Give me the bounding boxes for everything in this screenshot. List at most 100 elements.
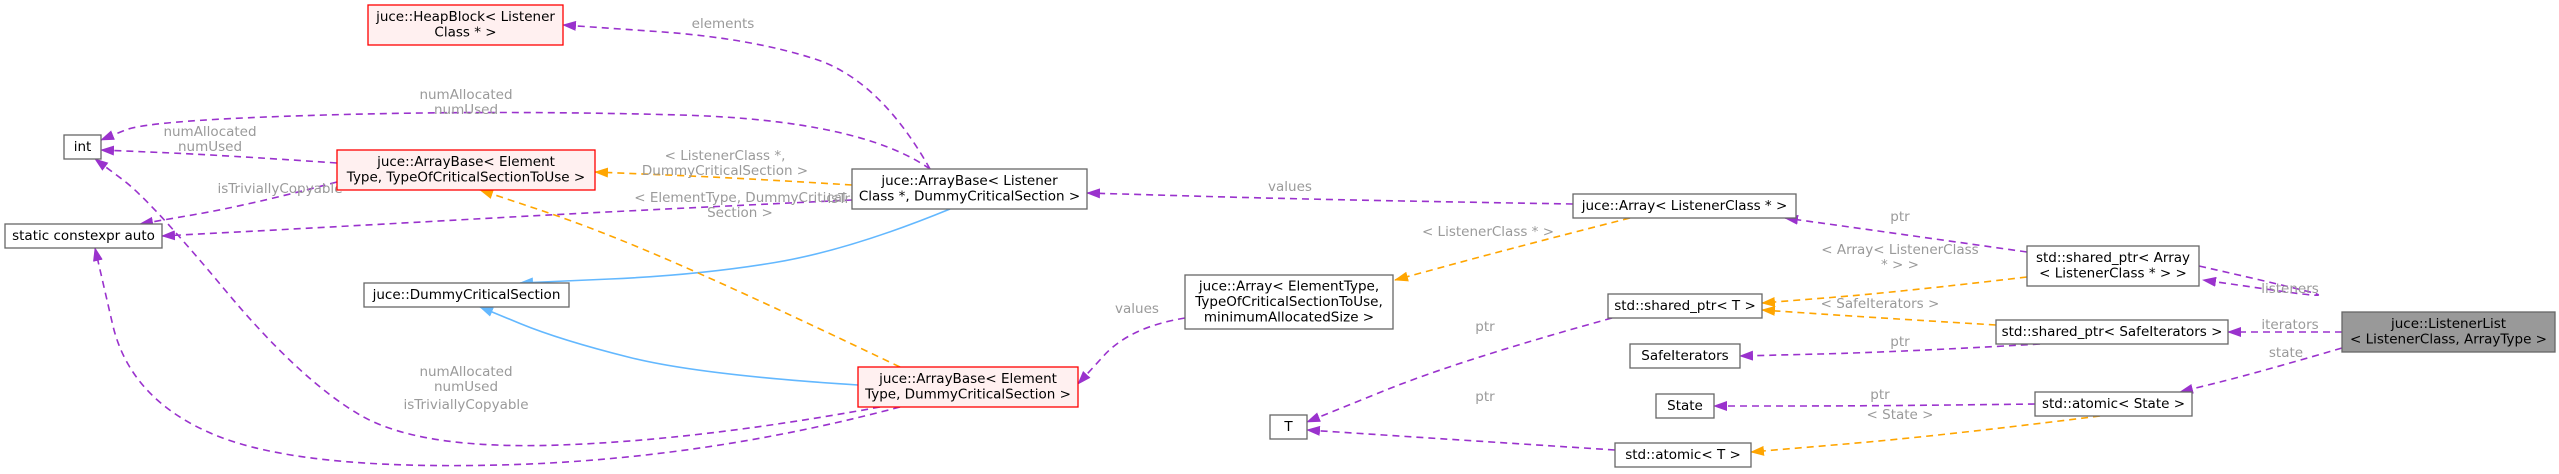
edge-line bbox=[100, 145, 338, 164]
edge-line bbox=[1750, 415, 2101, 456]
class-node-box bbox=[63, 134, 102, 160]
edge-label: < ListenerClass *,DummyCriticalSection > bbox=[642, 148, 808, 179]
class-node-at_state[interactable]: std::atomic< State > bbox=[2034, 391, 2193, 417]
edge-label: listeners bbox=[2261, 281, 2319, 297]
edge-label-line: ptr bbox=[1870, 387, 1890, 403]
class-node-label: T bbox=[1283, 419, 1293, 435]
edge-label-line: < Array< ListenerClass bbox=[1821, 242, 1978, 258]
edge-line bbox=[1394, 217, 1631, 282]
edge-ab_ett-to-ab_lc: < ListenerClass *,DummyCriticalSection > bbox=[594, 148, 853, 186]
class-node-label: State bbox=[1667, 398, 1703, 414]
edge-line bbox=[93, 247, 901, 467]
class-node-label: juce::ListenerList bbox=[2390, 316, 2506, 332]
class-node-box bbox=[1614, 442, 1752, 468]
class-node-sp_si[interactable]: std::shared_ptr< SafeIterators > bbox=[1995, 319, 2229, 345]
class-node-ab_lc[interactable]: juce::ArrayBase< ListenerClass *, DummyC… bbox=[851, 168, 1088, 210]
class-node-label: std::shared_ptr< SafeIterators > bbox=[2002, 324, 2223, 340]
edge-label-line: * > > bbox=[1881, 257, 1919, 273]
class-node-box bbox=[363, 282, 570, 308]
edge-dcs-to-ab_etd bbox=[479, 306, 859, 386]
edge-line bbox=[94, 158, 881, 447]
class-node-label: juce::DummyCriticalSection bbox=[372, 287, 561, 303]
edge-line bbox=[1739, 343, 2041, 361]
edge-label-line: DummyCriticalSection > bbox=[642, 163, 808, 179]
edge-hb-to-ab_lc: elements bbox=[562, 16, 931, 170]
class-node-label: < ListenerClass * > > bbox=[2039, 266, 2187, 282]
class-node-ab_etd[interactable]: juce::ArrayBase< ElementType, DummyCriti… bbox=[857, 366, 1079, 408]
class-node-box bbox=[336, 149, 596, 191]
class-node-arr_lc[interactable]: juce::Array< ListenerClass * > bbox=[1572, 193, 1797, 219]
edge-sp_t-to-sp_si: < SafeIterators > bbox=[1761, 296, 1997, 326]
class-node-label: Type, DummyCriticalSection > bbox=[864, 387, 1071, 403]
class-node-hb[interactable]: juce::HeapBlock< ListenerClass * > bbox=[367, 4, 564, 46]
edge-line bbox=[562, 20, 931, 170]
edge-sp_t-to-sp_arr: < Array< ListenerClass* > > bbox=[1761, 242, 2028, 307]
edge-label: < State > bbox=[1867, 407, 1934, 423]
class-node-box bbox=[2034, 391, 2193, 417]
class-node-box bbox=[1607, 293, 1763, 319]
edge-label-line: isTriviallyCopyable bbox=[218, 181, 343, 197]
edge-line bbox=[139, 181, 338, 227]
class-node-label: int bbox=[74, 139, 92, 155]
class-node-label: Class * > bbox=[434, 25, 496, 41]
edge-label-line: values bbox=[1115, 301, 1159, 317]
class-node-box bbox=[857, 366, 1079, 408]
class-node-label: Type, TypeOfCriticalSectionToUse > bbox=[346, 170, 585, 186]
edge-line bbox=[2179, 347, 2343, 394]
edge-sp_si-to-ll: iterators bbox=[2227, 317, 2342, 337]
class-node-safeit[interactable]: SafeIterators bbox=[1629, 343, 1741, 369]
class-node-box bbox=[851, 168, 1088, 210]
edge-label: iterators bbox=[2261, 317, 2318, 333]
edge-line bbox=[519, 208, 951, 288]
edge-line bbox=[479, 306, 859, 386]
edge-line bbox=[100, 111, 931, 170]
class-node-state[interactable]: State bbox=[1655, 393, 1715, 419]
class-node-sp_arr[interactable]: std::shared_ptr< Array< ListenerClass * … bbox=[2026, 245, 2200, 287]
edge-line bbox=[1306, 317, 1613, 423]
edge-label: isTriviallyCopyable bbox=[404, 397, 529, 413]
class-node-int[interactable]: int bbox=[63, 134, 102, 160]
edge-label-line: ptr bbox=[1890, 209, 1910, 225]
class-node-label: juce::Array< ListenerClass * > bbox=[1581, 198, 1788, 214]
class-node-at_t[interactable]: std::atomic< T > bbox=[1614, 442, 1752, 468]
edges: listeners iterators state ptr < Array< Liste… bbox=[93, 16, 2343, 467]
class-node-label: TypeOfCriticalSectionToUse, bbox=[1194, 294, 1382, 310]
edge-label: ptr bbox=[1890, 209, 1910, 225]
class-node-arr_et[interactable]: juce::Array< ElementType,TypeOfCriticalS… bbox=[1184, 274, 1394, 330]
edge-ab_etd-to-arr_et: values bbox=[1077, 301, 1186, 385]
edge-label-line: numUsed bbox=[434, 102, 498, 118]
edge-line bbox=[1761, 305, 1997, 326]
class-node-dcs[interactable]: juce::DummyCriticalSection bbox=[363, 282, 570, 308]
edge-line bbox=[161, 199, 853, 241]
edge-t-to-sp_t: ptr bbox=[1306, 317, 1613, 423]
edge-label: ptr bbox=[1475, 319, 1495, 335]
edge-at_t-to-at_state: < State > bbox=[1750, 407, 2101, 456]
class-node-label: < ListenerClass, ArrayType > bbox=[2350, 332, 2547, 348]
edge-state-to-at_state: ptr bbox=[1713, 387, 2036, 411]
class-node-sp_t[interactable]: std::shared_ptr< T > bbox=[1607, 293, 1763, 319]
edge-sp_arr-to-ll: listeners bbox=[2198, 265, 2319, 297]
class-node-box bbox=[1995, 319, 2229, 345]
edge-label-line: < ElementType, DummyCritical bbox=[634, 190, 846, 206]
edge-label: ptr bbox=[1890, 334, 1910, 350]
class-node-sca[interactable]: static constexpr auto bbox=[4, 223, 163, 249]
edge-label-line: Section > bbox=[707, 205, 773, 221]
edge-label-line: state bbox=[2269, 345, 2303, 361]
edge-label: < SafeIterators > bbox=[1821, 296, 1940, 312]
class-node-ll[interactable]: juce::ListenerList< ListenerClass, Array… bbox=[2341, 311, 2556, 353]
edge-line bbox=[479, 189, 901, 368]
edge-line bbox=[1077, 317, 1186, 385]
edge-safeit-to-sp_si: ptr bbox=[1739, 334, 2041, 361]
class-node-box bbox=[1572, 193, 1797, 219]
class-node-box bbox=[1655, 393, 1715, 419]
class-node-t[interactable]: T bbox=[1269, 414, 1308, 440]
edge-at_state-to-ll: state bbox=[2179, 345, 2343, 394]
class-node-box bbox=[367, 4, 564, 46]
class-node-ab_ett[interactable]: juce::ArrayBase< ElementType, TypeOfCrit… bbox=[336, 149, 596, 191]
